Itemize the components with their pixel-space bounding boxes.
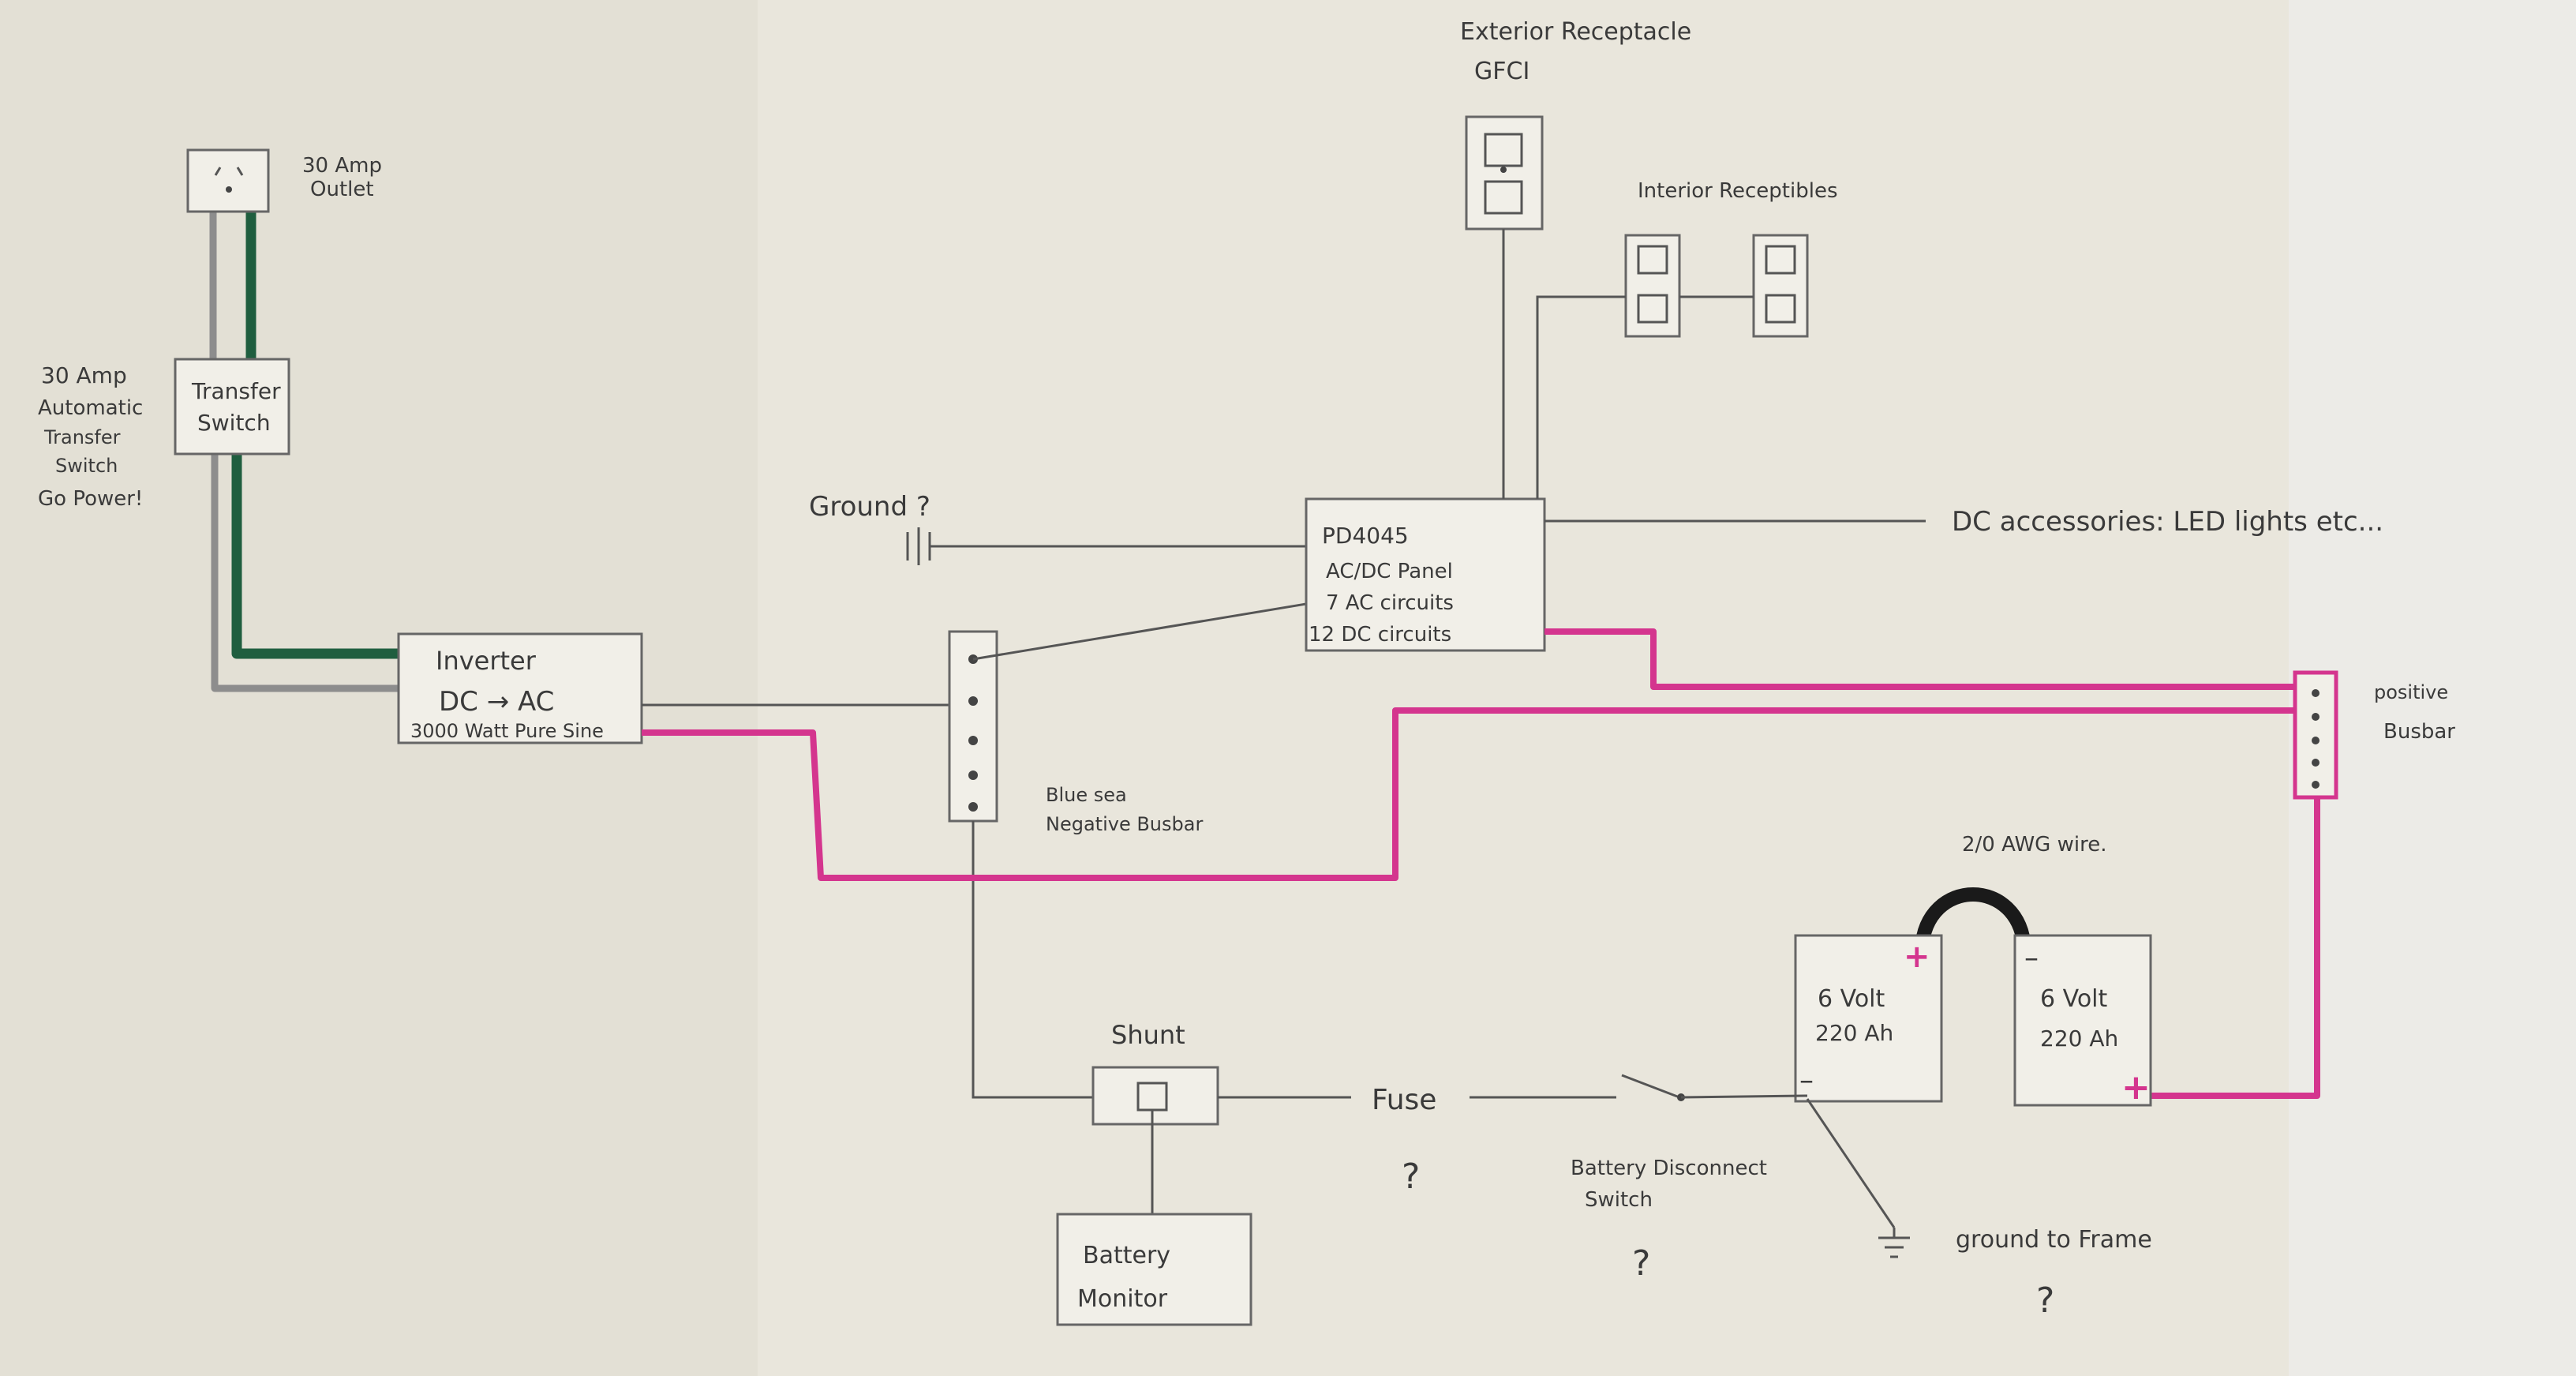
inverter-label-2: DC → AC [439,686,554,718]
positive-busbar-terminals [2312,689,2320,789]
ats-note-4: Switch [55,455,118,477]
disconnect-label-1: Battery Disconnect [1571,1157,1767,1180]
dc-accessories-label: DC accessories: LED lights etc... [1952,506,2383,538]
inverter-label-3: 3000 Watt Pure Sine [410,720,604,742]
fuse-question: ? [1402,1157,1420,1197]
panel-label-4: 12 DC circuits [1309,623,1451,647]
exterior-receptacle-label-2: GFCI [1474,58,1530,85]
chassis-ground-icon [906,527,1306,565]
ats-note-2: Automatic [38,396,143,420]
neg-busbar-label-1: Blue sea [1046,784,1127,806]
battery-monitor-box [1056,1213,1252,1326]
battery-2-label-1: 6 Volt [2040,985,2108,1013]
outlet-30amp [186,148,270,213]
outlet-label-2: Outlet [310,178,374,201]
transfer-switch-label-1: Transfer [191,378,281,404]
transfer-switch-label-2: Switch [197,410,271,436]
ground-question-label: Ground ? [809,491,930,523]
transfer-switch-box [174,358,290,456]
pos-busbar-label-1: positive [2374,681,2448,703]
interior-receptacles-label: Interior Receptibles [1638,179,1838,203]
gfci-receptacle [1465,115,1544,231]
outlet-label-1: 30 Amp [302,154,382,178]
interior-receptacle-1 [1624,234,1681,338]
neg-busbar-label-2: Negative Busbar [1046,813,1203,835]
shunt-label: Shunt [1111,1020,1185,1050]
battery-1-plus: + [1904,939,1930,975]
ground-frame-label: ground to Frame [1956,1226,2152,1254]
jumper-cable [1915,887,2031,950]
panel-label-2: AC/DC Panel [1326,560,1453,583]
ac-input-wires [209,207,399,692]
pos-busbar-label-2: Busbar [2383,720,2455,744]
inverter-box [397,632,643,744]
shunt-box [1091,1066,1219,1126]
inverter-label-1: Inverter [436,646,537,676]
battery-1-minus: – [1799,1064,1814,1097]
battery-2-label-2: 220 Ah [2040,1025,2118,1052]
panel-label-3: 7 AC circuits [1326,591,1454,615]
ats-note-3: Transfer [43,426,121,448]
disconnect-question: ? [1632,1243,1650,1284]
disconnect-label-2: Switch [1585,1188,1653,1212]
earth-ground-icon [1878,1228,1910,1258]
ground-frame-question: ? [2036,1280,2054,1321]
jumper-wire-label: 2/0 AWG wire. [1962,833,2106,857]
ats-note-1: 30 Amp [41,362,127,388]
fuse-label: Fuse [1372,1084,1436,1116]
battery-1-label-2: 220 Ah [1815,1020,1893,1046]
frame-ground-wire [1806,1098,1896,1228]
switch-to-battery-wire [1680,1094,1808,1099]
ats-note-5: Go Power! [38,487,143,511]
positive-busbar [2293,670,2338,800]
battery-1-label-1: 6 Volt [1818,985,1885,1013]
battery-2-plus: + [2121,1067,2151,1108]
panel-negative-wire [972,602,1307,661]
battery-2-minus: – [2024,942,2039,974]
outlet-prong-icon [214,167,244,176]
exterior-receptacle-label-1: Exterior Receptacle [1460,18,1691,46]
busbar-to-shunt-wire [972,821,1093,1099]
battery-1 [1794,934,1943,1103]
interior-receptacle-2 [1752,234,1809,338]
monitor-label-1: Battery [1083,1242,1170,1269]
interior-feed-wire [1536,295,1626,499]
panel-label-1: PD4045 [1322,523,1409,549]
disconnect-switch-icon [1621,1074,1685,1101]
distribution-panel-box [1305,497,1546,652]
battery-2 [2013,934,2152,1107]
monitor-label-2: Monitor [1077,1285,1168,1313]
positive-wires [642,628,2320,1099]
